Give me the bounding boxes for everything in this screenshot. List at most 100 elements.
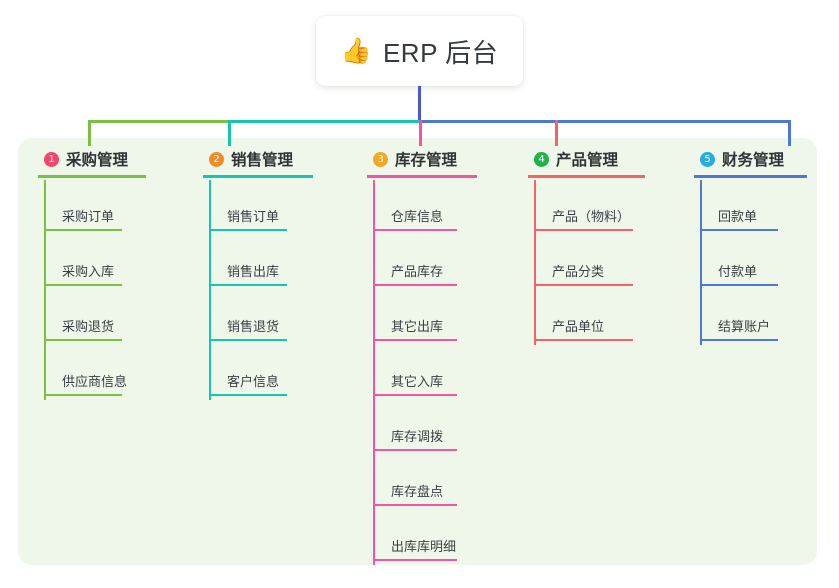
leaf-node[interactable]: 销售订单 [203,180,293,235]
leaf-node-label: 产品（物料） [552,209,631,224]
connector-branch-drop-5 [788,120,791,146]
branch-header-underline [38,175,146,178]
branch-column-库存管理: 3 库存管理仓库信息产品库存其它出库其它入库库存调拨库存盘点出库库明细 [367,146,477,565]
leaf-node-underline [534,339,633,341]
branch-header-underline [528,175,645,178]
leaf-node-underline [373,284,457,286]
branch-spine [373,180,375,565]
branch-number-badge: 2 [209,151,224,167]
leaf-node[interactable]: 销售退货 [203,290,293,345]
branch-column-财务管理: 5 财务管理回款单付款单结算账户 [694,146,807,345]
branch-header-underline [367,175,477,178]
leaf-node-underline [209,339,287,341]
leaf-node[interactable]: 库存盘点 [367,455,457,510]
leaf-node[interactable]: 供应商信息 [38,345,128,400]
leaf-node[interactable]: 付款单 [694,235,784,290]
branch-number-badge: 4 [534,151,549,167]
leaf-node-label: 结算账户 [718,319,771,334]
leaf-node[interactable]: 产品库存 [367,235,457,290]
leaf-node-underline [700,284,778,286]
leaf-node-label: 采购退货 [62,319,115,334]
leaf-node-underline [373,339,457,341]
leaf-node[interactable]: 产品（物料） [528,180,633,235]
branch-leaf-list: 产品（物料） 产品分类产品单位 [528,180,633,345]
leaf-node-underline [209,394,287,396]
connector-branch-drop-3 [419,120,422,146]
leaf-node-underline [44,394,122,396]
leaf-node[interactable]: 采购退货 [38,290,128,345]
branch-title: 销售管理 [231,152,294,169]
leaf-node-underline [373,449,457,451]
branch-number-badge: 5 [700,151,715,167]
leaf-node-label: 库存盘点 [391,484,444,499]
leaf-node[interactable]: 结算账户 [694,290,784,345]
branch-header-underline [203,175,313,178]
leaf-node-underline [700,229,778,231]
branch-header-销售管理[interactable]: 2 销售管理 [203,146,313,178]
branch-header-财务管理[interactable]: 5 财务管理 [694,146,807,178]
branch-header-库存管理[interactable]: 3 库存管理 [367,146,477,178]
leaf-node-underline [373,394,457,396]
leaf-node[interactable]: 库存调拨 [367,400,457,455]
branch-leaf-list: 仓库信息产品库存其它出库其它入库库存调拨库存盘点出库库明细 [367,180,457,565]
branch-title: 采购管理 [66,152,129,169]
branch-spine [44,180,46,400]
connector-bus-segment-3 [419,120,790,123]
leaf-node-label: 库存调拨 [391,429,444,444]
branch-header-产品管理[interactable]: 4 产品管理 [528,146,645,178]
leaf-node[interactable]: 产品分类 [528,235,633,290]
leaf-node-underline [373,504,457,506]
leaf-node[interactable]: 客户信息 [203,345,293,400]
branch-column-销售管理: 2 销售管理销售订单销售出库销售退货客户信息 [203,146,313,400]
root-node-title: ERP 后台 [382,37,499,68]
leaf-node[interactable]: 产品单位 [528,290,633,345]
leaf-node-underline [700,339,778,341]
leaf-node-label: 客户信息 [227,374,280,389]
leaf-node-underline [44,284,122,286]
branch-leaf-list: 销售订单销售出库销售退货客户信息 [203,180,293,400]
branch-number-badge: 3 [373,151,388,167]
branch-header-underline [694,175,807,178]
leaf-node[interactable]: 其它入库 [367,345,457,400]
leaf-node-label: 供应商信息 [62,374,128,389]
leaf-node-underline [534,229,633,231]
branch-title: 库存管理 [395,152,458,169]
leaf-node[interactable]: 出库库明细 [367,510,457,565]
leaf-node-label: 采购入库 [62,264,115,279]
leaf-node-label: 仓库信息 [391,209,444,224]
branch-spine [700,180,702,345]
root-node[interactable]: 👍 ERP 后台 [316,16,523,86]
connector-branch-drop-1 [88,120,91,146]
connector-root-drop [418,86,421,120]
leaf-node[interactable]: 采购订单 [38,180,128,235]
leaf-node[interactable]: 回款单 [694,180,784,235]
leaf-node[interactable]: 采购入库 [38,235,128,290]
leaf-node-label: 其它出库 [391,319,444,334]
leaf-node-underline [209,229,287,231]
branch-spine [534,180,536,345]
branch-title: 产品管理 [556,152,619,169]
leaf-node-underline [44,229,122,231]
leaf-node-label: 回款单 [718,209,758,224]
leaf-node-underline [373,229,457,231]
leaf-node-underline [44,339,122,341]
leaf-node-label: 采购订单 [62,209,115,224]
leaf-node[interactable]: 仓库信息 [367,180,457,235]
branch-leaf-list: 采购订单采购入库采购退货供应商信息 [38,180,128,400]
connector-branch-drop-2 [228,120,231,146]
leaf-node-underline [534,284,633,286]
leaf-node-label: 出库库明细 [391,539,457,554]
leaf-node[interactable]: 其它出库 [367,290,457,345]
connector-branch-drop-4 [555,120,558,146]
leaf-node-label: 销售出库 [227,264,280,279]
branch-title: 财务管理 [722,152,785,169]
leaf-node-label: 产品单位 [552,319,605,334]
leaf-node-underline [209,284,287,286]
leaf-node-label: 产品分类 [552,264,605,279]
branch-column-产品管理: 4 产品管理产品（物料） 产品分类产品单位 [528,146,645,345]
leaf-node[interactable]: 销售出库 [203,235,293,290]
branch-leaf-list: 回款单付款单结算账户 [694,180,784,345]
